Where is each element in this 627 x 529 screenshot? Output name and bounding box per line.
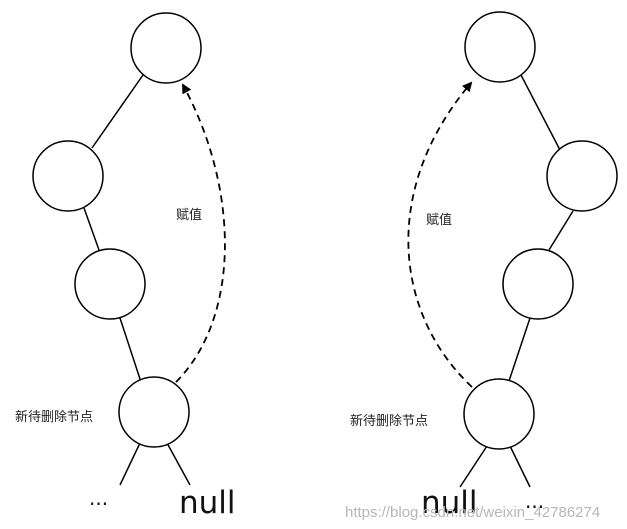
right-left-child-label: null — [421, 485, 478, 521]
right-edge-root-to-n1 — [520, 74, 561, 151]
left-delete-node-label: 新待删除节点 — [15, 409, 93, 425]
right-assign-label: 赋值 — [426, 212, 452, 228]
right-delete-node-label: 新待删除节点 — [350, 413, 428, 429]
right-node-2 — [502, 248, 574, 320]
left-delete-node — [118, 376, 190, 448]
left-edge-delete-to-left-child — [119, 442, 141, 486]
watermark: https://blog.csdn.net/weixin_42786274 — [345, 504, 600, 521]
right-edge-delete-to-left-child — [459, 445, 488, 488]
left-edge-n2-to-delete — [119, 317, 141, 380]
right-edge-delete-to-right-child — [509, 445, 531, 488]
right-root-node — [464, 11, 536, 83]
right-edge-n1-to-n2 — [548, 210, 574, 251]
left-left-child-label: ... — [89, 486, 108, 510]
right-tree: 赋值 新待删除节点 null ... — [350, 11, 618, 521]
left-assign-label: 赋值 — [176, 207, 202, 223]
left-node-2 — [74, 248, 146, 320]
right-assign-arrow — [407, 81, 473, 388]
right-right-child-label: ... — [525, 489, 544, 513]
left-root-node — [130, 12, 202, 84]
left-assign-arrow — [175, 83, 226, 383]
right-node-1 — [546, 140, 618, 212]
left-right-child-label: null — [179, 485, 236, 521]
left-edge-delete-to-right-child — [166, 442, 191, 486]
left-edge-n1-to-n2 — [83, 207, 100, 251]
right-delete-node — [463, 378, 535, 450]
left-node-1 — [32, 140, 104, 212]
left-edge-root-to-n1 — [91, 74, 144, 149]
left-tree: 赋值 新待删除节点 ... null — [15, 12, 236, 521]
right-edge-n2-to-delete — [508, 317, 531, 382]
